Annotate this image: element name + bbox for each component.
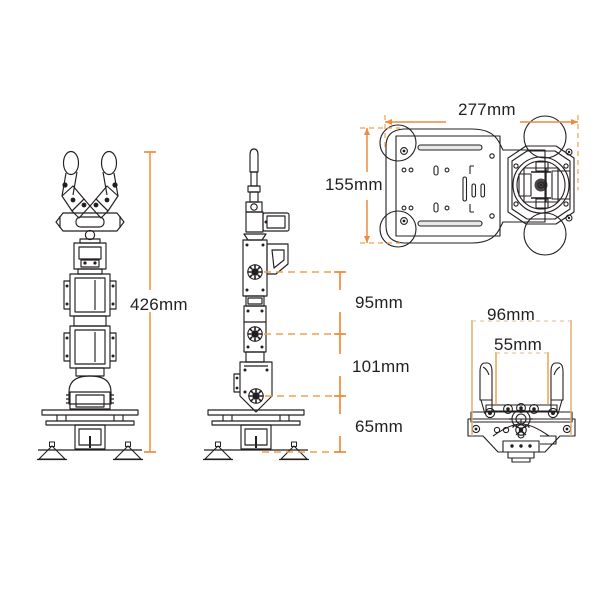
front-view	[36, 150, 144, 461]
dimension-label-segment-upper: 95mm	[355, 293, 404, 312]
dimension-label-gripper-inner: 55mm	[494, 335, 543, 354]
gripper-view	[467, 362, 576, 463]
dimension-label-gripper-outer: 96mm	[487, 305, 536, 324]
dimension-base-width	[384, 115, 579, 190]
dimension-label-height-total: 426mm	[130, 295, 188, 314]
dimension-label-base-width: 277mm	[458, 100, 516, 119]
dimension-label-base-depth: 155mm	[325, 175, 383, 194]
dimension-base-depth	[360, 127, 400, 244]
leader-lines-side-view	[262, 271, 345, 453]
dimension-label-segment-middle: 101mm	[352, 357, 410, 376]
dimension-gripper-inner	[495, 352, 549, 404]
side-view	[202, 148, 310, 461]
top-view	[379, 115, 575, 256]
dimension-gripper-outer	[471, 320, 572, 436]
dimension-chain-side-view	[334, 271, 346, 453]
dimension-lines	[144, 115, 579, 453]
dimension-label-segment-lower: 65mm	[355, 417, 404, 436]
dimension-height-total	[144, 151, 156, 453]
